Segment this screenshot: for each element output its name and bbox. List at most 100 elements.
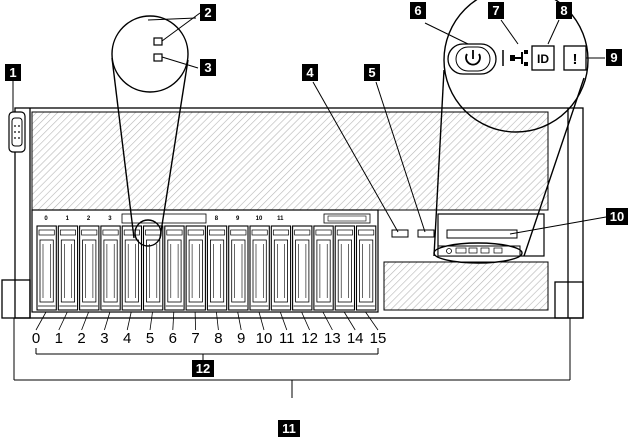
svg-text:6: 6 bbox=[414, 3, 421, 18]
drive-bay-2 bbox=[79, 225, 100, 311]
callout-10: 10 bbox=[606, 208, 628, 225]
upper-vent-panel bbox=[31, 111, 549, 211]
callout-2: 2 bbox=[200, 4, 216, 21]
drive-bay-3 bbox=[100, 225, 121, 311]
lower-vent-panel bbox=[383, 261, 549, 311]
led-magnifier bbox=[111, 15, 189, 247]
drive-bay-4 bbox=[121, 225, 143, 311]
bay-top-label: 0 bbox=[44, 216, 48, 222]
drive-bay-9 bbox=[228, 225, 249, 311]
bay-leader-line bbox=[258, 311, 265, 331]
bay-leader-line bbox=[279, 311, 288, 331]
drive-bay-7 bbox=[185, 225, 206, 311]
drive-bays bbox=[36, 225, 377, 311]
callout-12: 12 bbox=[192, 360, 214, 377]
bay-number-label: 11 bbox=[279, 330, 295, 347]
bay-number-label: 5 bbox=[146, 330, 154, 347]
callout-1: 1 bbox=[5, 64, 21, 81]
id-button: ID bbox=[531, 45, 555, 71]
drive-bay-13 bbox=[313, 225, 334, 311]
bay-number-label: 14 bbox=[347, 330, 364, 347]
operator-panel-leds bbox=[446, 247, 503, 254]
bay-top-label: 2 bbox=[87, 216, 91, 222]
bay-leader-line bbox=[172, 311, 175, 331]
chassis bbox=[1, 107, 584, 319]
power-icon bbox=[465, 50, 481, 66]
svg-text:7: 7 bbox=[492, 3, 499, 18]
drive-bay-8 bbox=[206, 225, 228, 311]
callout-9: 9 bbox=[606, 49, 622, 66]
svg-text:11: 11 bbox=[282, 421, 296, 436]
power-button bbox=[447, 43, 497, 75]
bay-number-label: 0 bbox=[32, 330, 40, 347]
drive-bay-14 bbox=[334, 225, 356, 311]
callout-11: 11 bbox=[278, 420, 300, 437]
bay-top-label: 1 bbox=[66, 216, 70, 222]
svg-text:1: 1 bbox=[9, 65, 16, 80]
drive-bay-10 bbox=[249, 225, 270, 311]
drive-bay-11 bbox=[270, 225, 292, 311]
usb-port-1 bbox=[391, 229, 409, 238]
bay-number-label: 2 bbox=[77, 330, 85, 347]
operator-panel bbox=[437, 213, 545, 257]
callout-8: 8 bbox=[556, 2, 572, 19]
drive-bay-5 bbox=[142, 225, 164, 311]
bay-leader-line bbox=[35, 311, 47, 331]
drive-bay-12 bbox=[292, 225, 313, 311]
bay-number-label: 15 bbox=[370, 330, 387, 347]
bay-number-label: 7 bbox=[191, 330, 199, 347]
bay-number-label: 1 bbox=[55, 330, 63, 347]
bay-leader-line bbox=[149, 311, 153, 331]
bay-leader-line bbox=[58, 311, 68, 331]
usb-port-2 bbox=[417, 229, 435, 238]
callout-5: 5 bbox=[364, 64, 380, 81]
drive-bay-6 bbox=[164, 225, 185, 311]
bay-leader-line bbox=[126, 311, 132, 331]
drive-bay-0 bbox=[36, 225, 57, 311]
bay-number-label: 4 bbox=[123, 330, 131, 347]
leader-lines bbox=[12, 19, 607, 235]
svg-text:12: 12 bbox=[196, 361, 210, 376]
bay-leader-line bbox=[216, 311, 219, 331]
bay-number-label: 10 bbox=[256, 330, 273, 347]
svg-text:2: 2 bbox=[204, 5, 211, 20]
exclamation-icon: ! bbox=[573, 51, 578, 68]
svg-text:3: 3 bbox=[204, 60, 211, 75]
system-error-led: ! bbox=[563, 45, 587, 71]
vga-connector bbox=[8, 111, 26, 153]
bay-leader-line bbox=[104, 311, 111, 331]
callout-3: 3 bbox=[200, 59, 216, 76]
svg-text:4: 4 bbox=[306, 65, 314, 80]
callout-4: 4 bbox=[302, 64, 318, 81]
bay-leader-line bbox=[237, 311, 242, 331]
bay-leader-line bbox=[343, 311, 356, 331]
bay-leader-line bbox=[81, 311, 89, 331]
drive-bay-15 bbox=[355, 225, 377, 311]
bay-number-label: 13 bbox=[324, 330, 341, 347]
svg-text:5: 5 bbox=[368, 65, 375, 80]
bay-top-label: 11 bbox=[277, 216, 284, 222]
svg-text:8: 8 bbox=[560, 3, 567, 18]
callout-7: 7 bbox=[488, 2, 504, 19]
bay-number-label: 8 bbox=[214, 330, 222, 347]
bay-leader-line bbox=[365, 311, 379, 331]
bay-number-label: 6 bbox=[169, 330, 177, 347]
network-activity-icon bbox=[510, 50, 528, 66]
usb-ports bbox=[391, 229, 435, 238]
control-panel-magnifier bbox=[433, 0, 589, 264]
svg-text:10: 10 bbox=[610, 209, 624, 224]
drive-bay-1 bbox=[57, 225, 79, 311]
bay-number-label: 12 bbox=[301, 330, 318, 347]
callout-6: 6 bbox=[410, 2, 426, 19]
id-icon: ID bbox=[537, 52, 549, 66]
bay-number-label: 3 bbox=[100, 330, 108, 347]
drive-activity-led bbox=[153, 37, 163, 46]
svg-text:9: 9 bbox=[610, 50, 617, 65]
brackets bbox=[13, 318, 571, 398]
drive-status-led bbox=[153, 53, 163, 62]
